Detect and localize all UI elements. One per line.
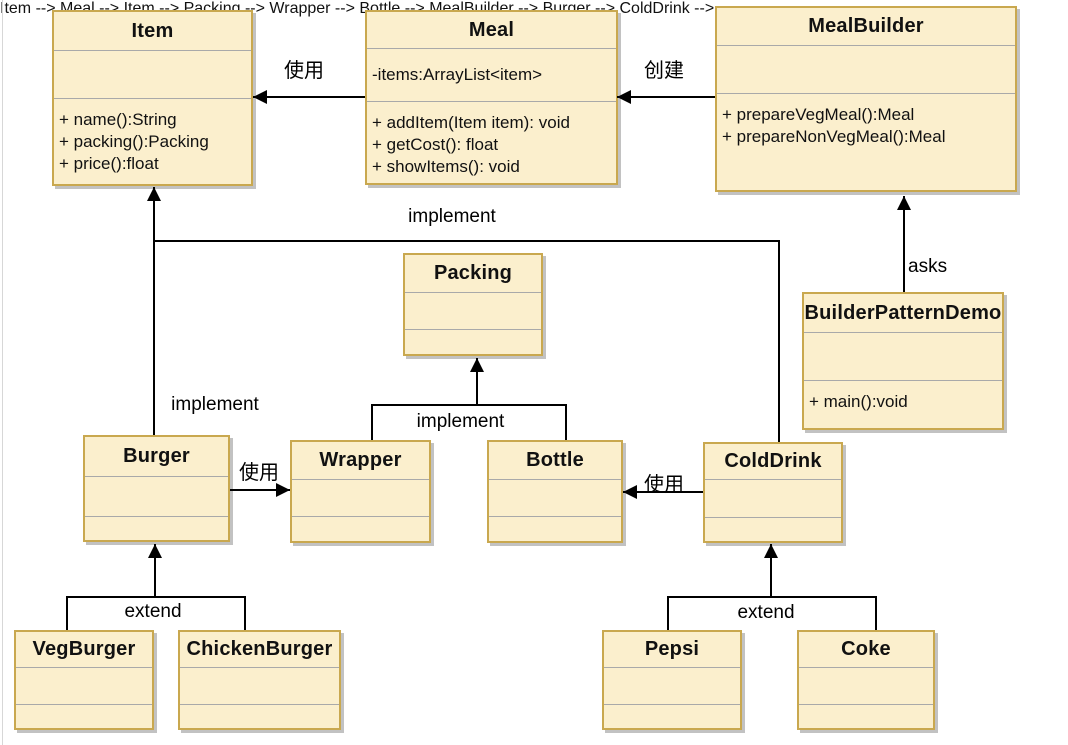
class-builderpatterndemo: BuilderPatternDemo + main():void — [802, 292, 1004, 430]
class-coke-methods — [799, 704, 933, 728]
class-colddrink-name: ColdDrink — [724, 450, 822, 472]
class-bottle-name: Bottle — [526, 449, 584, 471]
class-coke-attributes — [799, 667, 933, 704]
implement-edge-packing-label: implement — [416, 411, 505, 432]
extend-edge-chickenburger-vertical — [244, 596, 246, 630]
implement-edge-wrapper-vertical — [371, 404, 373, 440]
use-edge-colddrink-bottle-label: 使用 — [644, 474, 684, 496]
class-pepsi-name: Pepsi — [644, 638, 700, 660]
class-meal-attributes: -items:ArrayList<item> — [367, 48, 616, 101]
implement-edge-colddrink-item-horizontal — [153, 240, 780, 242]
extend-edge-colddrink-stem-vertical — [770, 544, 772, 598]
use-edge-meal-item-arrowhead-icon — [253, 90, 267, 104]
class-wrapper-methods — [292, 516, 429, 541]
class-mealbuilder-methods: + prepareVegMeal():Meal + prepareNonVegM… — [717, 93, 1015, 190]
attribute-meal-items: -items:ArrayList<item> — [372, 65, 543, 84]
class-builderpatterndemo-methods: + main():void — [804, 380, 1002, 428]
use-edge-meal-item-label: 使用 — [284, 60, 324, 82]
method-meal-getcost: + getCost(): float — [372, 135, 499, 154]
class-packing-name: Packing — [433, 262, 513, 284]
class-builderpatterndemo-attributes — [804, 332, 1002, 380]
class-mealbuilder-name: MealBuilder — [808, 15, 924, 37]
class-mealbuilder: MealBuilder + prepareVegMeal():Meal + pr… — [715, 6, 1017, 192]
asks-edge-vertical — [903, 196, 905, 292]
extend-edge-pepsi-vertical — [667, 596, 669, 630]
extend-edge-coke-vertical — [875, 596, 877, 630]
class-item-methods: + name():String + packing():Packing + pr… — [54, 98, 251, 184]
class-meal-name: Meal — [468, 18, 515, 41]
class-wrapper-name: Wrapper — [319, 449, 402, 471]
use-edge-colddrink-bottle-arrowhead-icon — [623, 485, 637, 499]
implement-edge-bottle-vertical — [565, 404, 567, 440]
extend-edge-vegburger-vertical — [66, 596, 68, 630]
class-item-name: Item — [131, 19, 174, 42]
use-edge-meal-item-line — [253, 96, 365, 98]
class-item: Item + name():String + packing():Packing… — [52, 10, 253, 186]
method-main: + main():void — [809, 392, 908, 411]
use-edge-burger-wrapper-line — [230, 489, 290, 491]
class-colddrink: ColdDrink — [703, 442, 843, 543]
class-pepsi-attributes — [604, 667, 740, 704]
class-coke: Coke — [797, 630, 935, 730]
implement-edge-burger-item-label: implement — [171, 394, 259, 415]
class-meal-methods: + addItem(Item item): void + getCost(): … — [367, 101, 616, 183]
extend-edge-burger-stem-vertical — [154, 544, 156, 598]
class-bottle: Bottle — [487, 440, 623, 543]
implement-edge-packing-stem-vertical — [476, 358, 478, 406]
implement-edge-packing-horizontal — [371, 404, 567, 406]
class-chickenburger-methods — [180, 704, 339, 728]
use-edge-burger-wrapper-arrowhead-icon — [276, 483, 290, 497]
method-preparenonvegmeal: + prepareNonVegMeal():Meal — [722, 127, 946, 146]
method-meal-showitems: + showItems(): void — [372, 157, 520, 176]
implement-edge-colddrink-item-label: implement — [408, 206, 496, 227]
method-item-name: + name():String — [59, 110, 177, 129]
extend-edge-colddrink-horizontal — [667, 596, 877, 598]
create-edge-mealbuilder-meal-label: 创建 — [644, 60, 684, 82]
method-item-packing: + packing():Packing — [59, 132, 209, 151]
extend-edge-burger-horizontal — [66, 596, 246, 598]
class-coke-name: Coke — [841, 638, 891, 660]
class-pepsi-methods — [604, 704, 740, 728]
class-burger-methods — [85, 516, 228, 540]
class-builderpatterndemo-name: BuilderPatternDemo — [804, 301, 1002, 324]
class-burger: Burger — [83, 435, 230, 542]
class-bottle-methods — [489, 516, 621, 541]
method-preparevegmeal: + prepareVegMeal():Meal — [722, 105, 915, 124]
class-chickenburger-attributes — [180, 667, 339, 704]
class-packing-attributes — [405, 292, 541, 329]
class-bottle-attributes — [489, 479, 621, 516]
class-colddrink-methods — [705, 517, 841, 541]
create-edge-mealbuilder-meal-arrowhead-icon — [617, 90, 631, 104]
extend-edge-burger-label: extend — [124, 601, 182, 622]
class-burger-name: Burger — [123, 445, 190, 467]
class-vegburger: VegBurger — [14, 630, 154, 730]
class-wrapper-attributes — [292, 479, 429, 516]
class-pepsi: Pepsi — [602, 630, 742, 730]
use-edge-colddrink-bottle-line — [623, 491, 703, 493]
class-vegburger-name: VegBurger — [32, 638, 136, 660]
method-meal-additem: + addItem(Item item): void — [372, 113, 570, 132]
class-burger-attributes — [85, 476, 228, 516]
class-wrapper: Wrapper — [290, 440, 431, 543]
page-left-edge — [2, 0, 3, 745]
class-chickenburger-name: ChickenBurger — [186, 638, 333, 660]
class-colddrink-attributes — [705, 479, 841, 517]
class-vegburger-methods — [16, 704, 152, 728]
method-item-price: + price():float — [59, 154, 159, 173]
implement-edge-burger-item-vertical — [153, 187, 155, 435]
class-packing: Packing — [403, 253, 543, 356]
implement-edge-colddrink-item-vertical — [778, 240, 780, 442]
class-mealbuilder-attributes — [717, 45, 1015, 93]
extend-edge-colddrink-label: extend — [737, 602, 795, 623]
class-meal: Meal -items:ArrayList<item> + addItem(It… — [365, 10, 618, 185]
class-packing-methods — [405, 329, 541, 354]
class-item-attributes — [54, 50, 251, 98]
use-edge-burger-wrapper-label: 使用 — [239, 462, 279, 484]
class-chickenburger: ChickenBurger — [178, 630, 341, 730]
asks-edge-label: asks — [908, 256, 948, 277]
create-edge-mealbuilder-meal-line — [617, 96, 715, 98]
class-vegburger-attributes — [16, 667, 152, 704]
